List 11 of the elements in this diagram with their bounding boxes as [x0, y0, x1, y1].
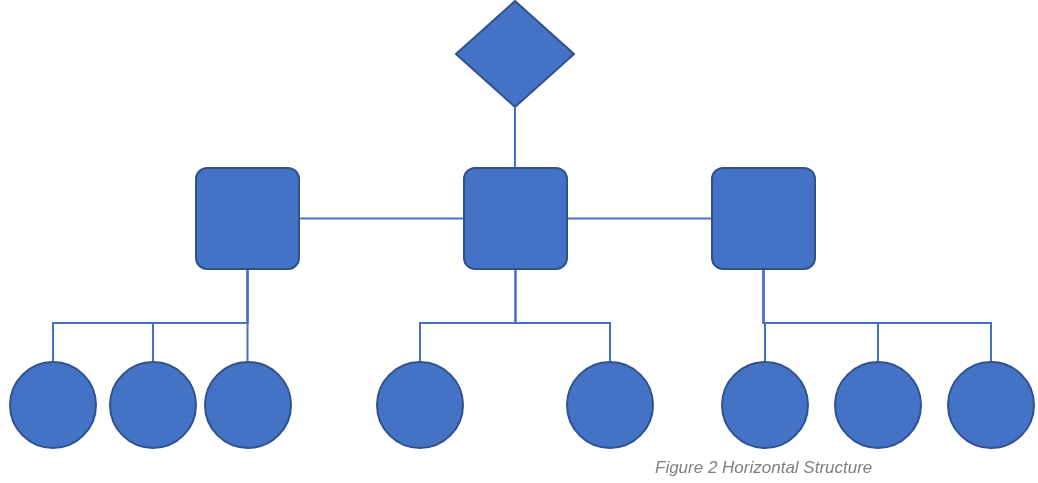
connector-line: [762, 269, 992, 362]
connector-line: [514, 269, 611, 362]
connector-line: [567, 217, 712, 220]
decision-diamond: [455, 0, 575, 108]
connector-line: [514, 107, 516, 168]
connector-line: [246, 269, 249, 362]
rounded-square: [463, 167, 568, 270]
figure-caption: Figure 2 Horizontal Structure: [655, 458, 873, 478]
rounded-square: [195, 167, 300, 270]
connector-line: [299, 217, 464, 220]
rounded-square: [711, 167, 816, 270]
